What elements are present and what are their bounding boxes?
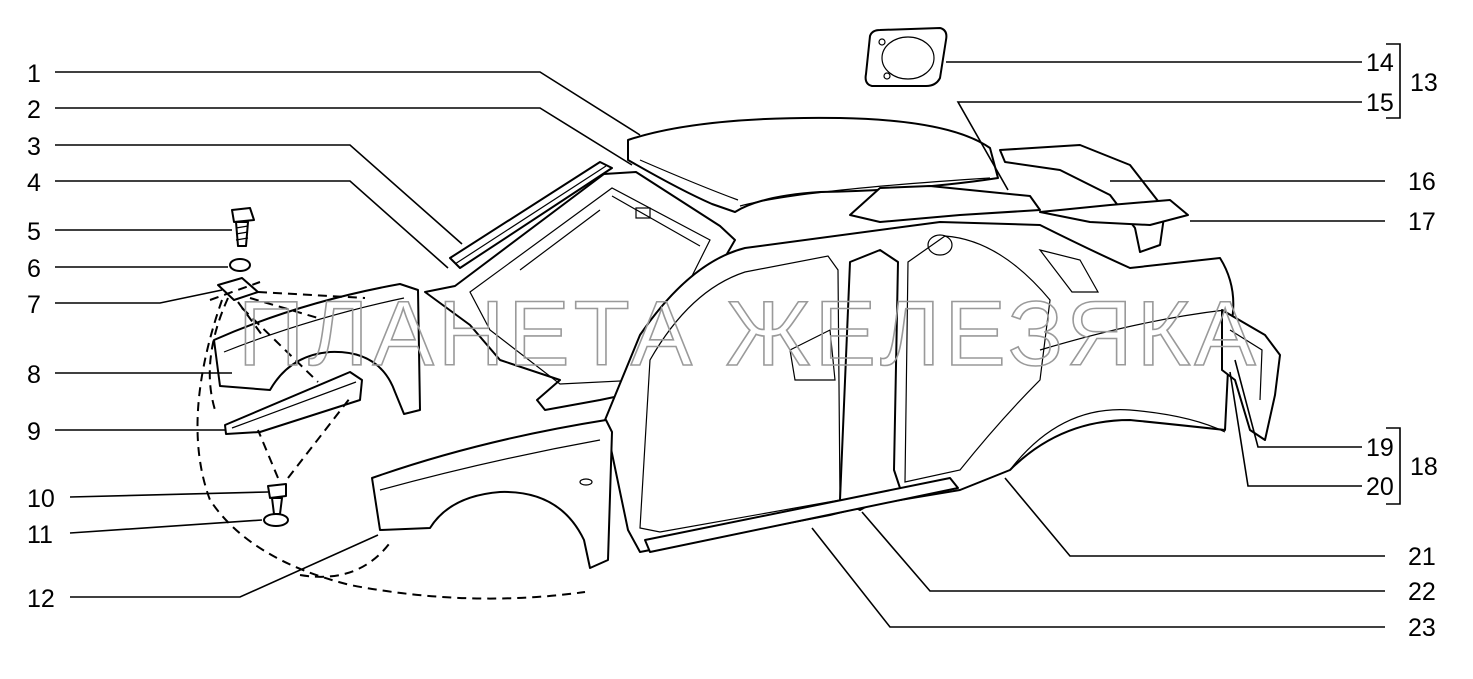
assembly-arrows (196, 281, 586, 600)
label-4: 4 (27, 169, 41, 197)
label-13: 13 (1410, 69, 1438, 97)
label-12: 12 (27, 585, 55, 613)
label-18: 18 (1410, 453, 1438, 481)
rear-panel (1221, 309, 1281, 441)
bolt (231, 207, 255, 247)
label-7: 7 (27, 291, 41, 319)
body-parts (213, 27, 1281, 569)
star-washer (263, 513, 289, 527)
label-19: 19 (1366, 434, 1394, 462)
label-10: 10 (27, 485, 55, 513)
label-6: 6 (27, 255, 41, 283)
rear-arch-inner (999, 144, 1166, 253)
callout-labels: 1 2 3 4 5 6 7 8 9 10 11 12 14 15 13 16 1… (27, 49, 1438, 642)
roof-panel (627, 116, 999, 213)
leader-lines (55, 43, 1401, 628)
label-3: 3 (27, 133, 41, 161)
fuel-filler-flap (864, 27, 948, 87)
label-15: 15 (1366, 89, 1394, 117)
label-2: 2 (27, 96, 41, 124)
label-11: 11 (27, 521, 53, 549)
roof-rail-rear (849, 185, 1041, 223)
sill-panel (644, 477, 959, 553)
rear-shelf (1039, 199, 1189, 226)
label-23: 23 (1408, 614, 1436, 642)
washer (229, 258, 251, 272)
label-14: 14 (1366, 49, 1394, 77)
label-17: 17 (1408, 208, 1436, 236)
small-fender (213, 283, 421, 415)
label-8: 8 (27, 361, 41, 389)
label-22: 22 (1408, 578, 1436, 606)
front-fender (371, 419, 613, 569)
body-side-panel (604, 221, 1235, 553)
label-16: 16 (1408, 168, 1436, 196)
label-20: 20 (1366, 473, 1394, 501)
watermark: ПЛАНЕТА ЖЕЛЕЗЯКА (238, 283, 1260, 385)
label-1: 1 (27, 60, 41, 88)
label-21: 21 (1408, 543, 1436, 571)
label-5: 5 (27, 218, 41, 246)
screw (267, 483, 287, 515)
label-9: 9 (27, 418, 41, 446)
